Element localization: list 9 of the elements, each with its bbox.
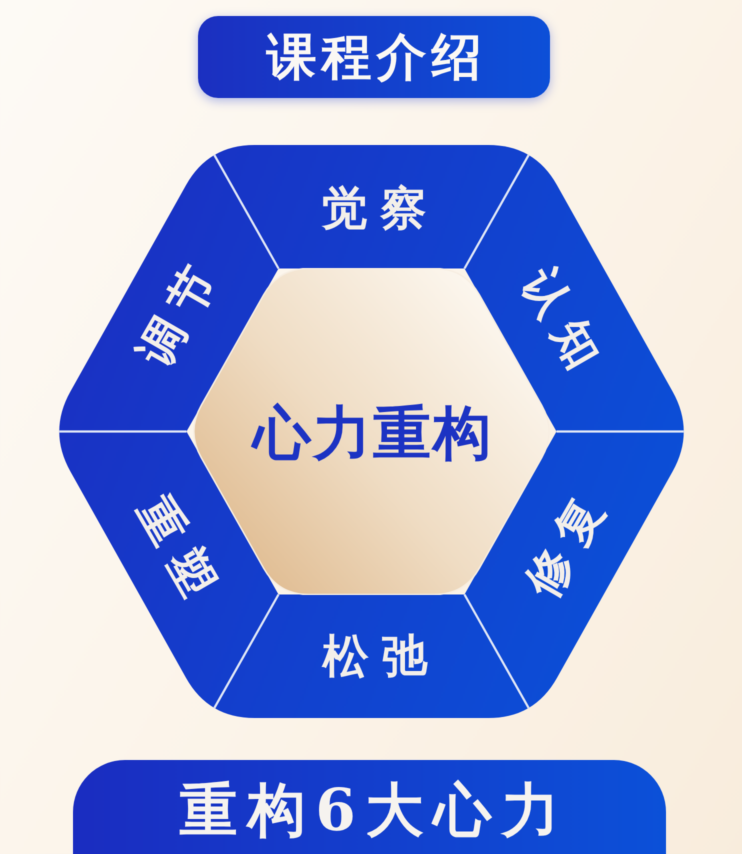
- center-label: 心力重构: [253, 404, 493, 462]
- section-banner: 重构6大心力: [73, 760, 666, 854]
- segment-label: 松弛: [322, 633, 440, 679]
- segment-label: 认知: [516, 261, 615, 386]
- segment-label: 修复: [518, 478, 617, 604]
- segment-label: 觉察: [322, 185, 440, 231]
- title-banner: 课程介绍: [198, 16, 550, 98]
- segment-label: 重塑: [130, 489, 230, 614]
- segment-label: 调节: [130, 248, 230, 373]
